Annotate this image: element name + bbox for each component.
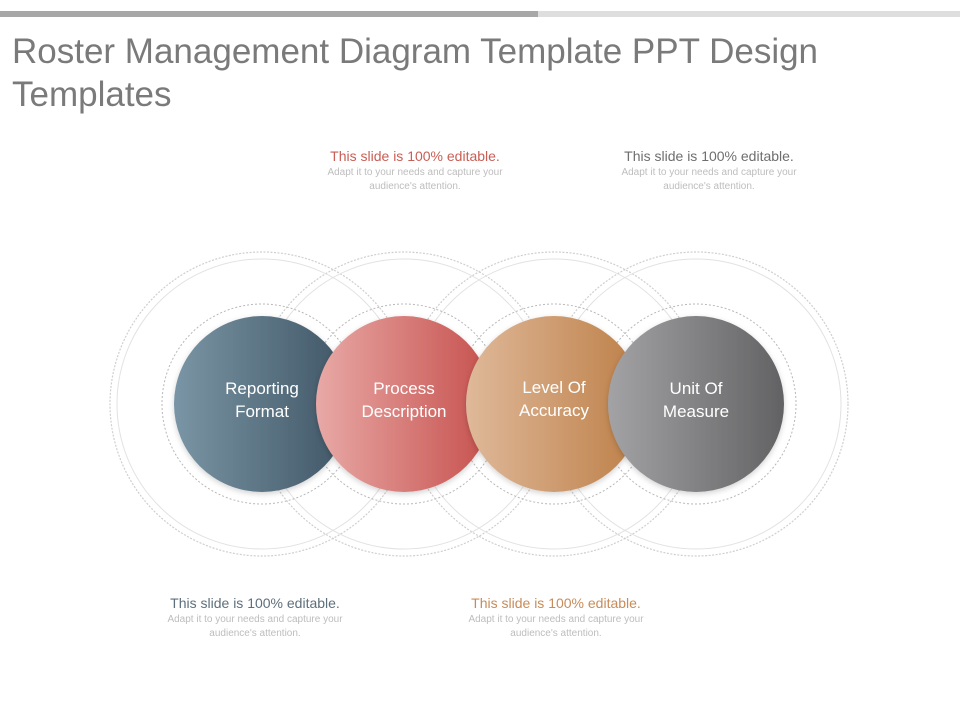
label-unit-of-measure: Unit Of Measure	[662, 379, 730, 421]
circle-level-of-accuracy	[466, 316, 642, 492]
label-process-description: Process Description	[361, 379, 447, 421]
circle-process-description	[316, 316, 492, 492]
callout-top-right: This slide is 100% editable. Adapt it to…	[589, 148, 829, 194]
top-accent-bar-light	[538, 11, 960, 17]
top-accent-bar-dark	[0, 11, 538, 17]
circle-reporting-format	[174, 316, 350, 492]
callout-heading: This slide is 100% editable.	[330, 148, 500, 164]
callout-heading: This slide is 100% editable.	[170, 595, 340, 611]
callout-bottom-right: This slide is 100% editable. Adapt it to…	[436, 595, 676, 641]
circle-unit-of-measure	[608, 316, 784, 492]
callout-body: Adapt it to your needs and capture your …	[167, 614, 343, 639]
page-title: Roster Management Diagram Template PPT D…	[12, 32, 819, 114]
callout-top-left: This slide is 100% editable. Adapt it to…	[295, 148, 535, 194]
label-reporting-format: Reporting Format	[225, 379, 299, 421]
callout-body: Adapt it to your needs and capture your …	[327, 167, 503, 192]
callout-body: Adapt it to your needs and capture your …	[468, 614, 644, 639]
callout-heading: This slide is 100% editable.	[471, 595, 641, 611]
callout-body: Adapt it to your needs and capture your …	[621, 167, 797, 192]
callout-bottom-left: This slide is 100% editable. Adapt it to…	[135, 595, 375, 641]
label-level-of-accuracy: Level Of Accuracy	[519, 378, 589, 420]
callout-heading: This slide is 100% editable.	[624, 148, 794, 164]
